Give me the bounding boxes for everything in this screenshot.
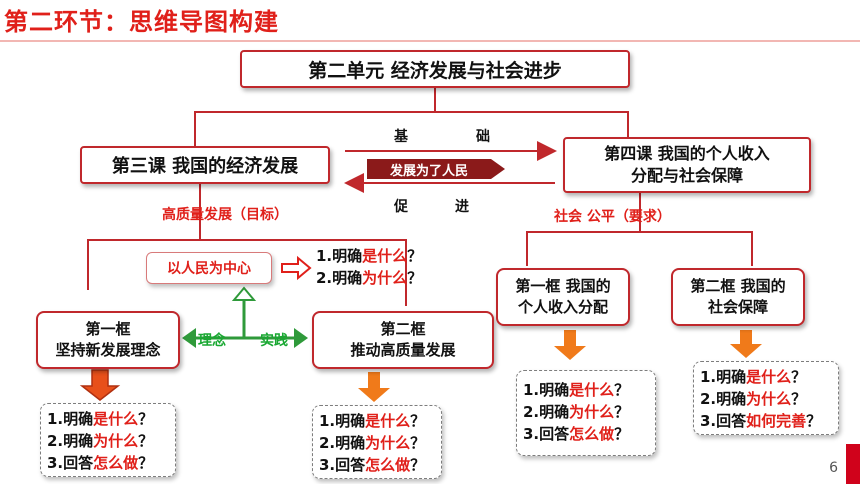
people-to-questions-arrow bbox=[281, 255, 312, 281]
lesson4-frame2-box: 第二框 我国的社会保障 bbox=[671, 268, 805, 326]
base-label-1: 基 bbox=[394, 129, 408, 145]
lesson3-branch-line bbox=[87, 239, 407, 306]
lesson4-line1: 第四课 我国的个人收入 bbox=[604, 144, 770, 163]
question-box-lesson4-frame1: 1.明确是什么？ 2.明确为什么？ 3.回答怎么做？ bbox=[516, 370, 656, 456]
page-title: 第二环节：思维导图构建 bbox=[4, 8, 279, 36]
banner-text: 发展为了人民 bbox=[389, 164, 468, 179]
frame1-line2: 坚持新发展理念 bbox=[55, 341, 161, 359]
frame2-line2: 推动高质量发展 bbox=[350, 341, 456, 359]
unit-to-lessons-line bbox=[194, 111, 629, 146]
side-questions: 1.明确是什么？ 2.明确为什么？ bbox=[316, 245, 442, 289]
lesson3-goal-label: 高质量发展（目标） bbox=[162, 204, 288, 224]
frame42-down-arrow bbox=[730, 330, 762, 358]
frame2-box: 第二框推动高质量发展 bbox=[312, 311, 494, 369]
req-paren: （要求） bbox=[614, 209, 671, 225]
lesson3-box: 第三课 我国的经济发展 bbox=[80, 146, 330, 184]
frame41-line2: 个人收入分配 bbox=[517, 298, 608, 316]
frame41-line1: 第一框 我国的 bbox=[515, 277, 611, 295]
question-line: 3.回答如何完善？ bbox=[700, 412, 822, 430]
frame1-line1: 第一框 bbox=[85, 320, 131, 338]
lesson4-branch-line bbox=[526, 231, 753, 266]
goal-main: 高质量发展 bbox=[162, 207, 232, 223]
req-main: 社会 公平 bbox=[554, 209, 615, 225]
page-number: 6 bbox=[829, 460, 838, 476]
question-box-lesson4-frame2: 1.明确是什么？ 2.明确为什么？ 3.回答如何完善？ bbox=[693, 361, 839, 435]
question-line: 3.回答怎么做？ bbox=[47, 454, 154, 472]
frame1-box: 第一框坚持新发展理念 bbox=[36, 311, 180, 369]
lesson4-requirement-label: 社会 公平（要求） bbox=[554, 206, 671, 226]
question-box-frame1: 1.明确是什么？ 2.明确为什么？ 3.回答怎么做？ bbox=[40, 403, 176, 477]
question-line: 3.回答怎么做？ bbox=[523, 425, 630, 443]
side-question-1: 1.明确是什么？ bbox=[316, 247, 423, 265]
question-line: 2.明确为什么？ bbox=[523, 403, 630, 421]
frame42-line1: 第二框 我国的 bbox=[690, 277, 786, 295]
practice-label: 实践 bbox=[260, 333, 288, 349]
base-label-2: 础 bbox=[476, 129, 490, 145]
question-box-frame2: 1.明确是什么？ 2.明确为什么？ 3.回答怎么做？ bbox=[312, 405, 442, 479]
question-line: 3.回答怎么做？ bbox=[319, 456, 426, 474]
people-centered-box: 以人民为中心 bbox=[146, 252, 272, 284]
side-question-2: 2.明确为什么？ bbox=[316, 269, 423, 287]
frame41-down-arrow bbox=[554, 330, 586, 360]
theory-label: 理念 bbox=[198, 333, 226, 349]
frame42-line2: 社会保障 bbox=[707, 298, 768, 316]
question-line: 2.明确为什么？ bbox=[319, 434, 426, 452]
development-for-people-banner: 发展为了人民 bbox=[367, 156, 507, 182]
frame2-line1: 第二框 bbox=[380, 320, 426, 338]
title-divider bbox=[0, 40, 860, 42]
question-line: 2.明确为什么？ bbox=[47, 432, 154, 450]
frame1-down-arrow bbox=[79, 369, 121, 401]
lesson4-box: 第四课 我国的个人收入分配与社会保障 bbox=[563, 137, 811, 193]
unit-title-box: 第二单元 经济发展与社会进步 bbox=[240, 50, 630, 88]
question-line: 1.明确是什么？ bbox=[523, 381, 630, 399]
lesson4-line2: 分配与社会保障 bbox=[630, 166, 743, 185]
promote-label-1: 促 bbox=[394, 199, 408, 215]
question-line: 1.明确是什么？ bbox=[47, 410, 154, 428]
goal-paren: （目标） bbox=[232, 207, 288, 223]
frame2-down-arrow bbox=[358, 372, 390, 402]
promote-label-2: 进 bbox=[455, 199, 469, 215]
question-line: 2.明确为什么？ bbox=[700, 390, 807, 408]
lesson4-frame1-box: 第一框 我国的个人收入分配 bbox=[496, 268, 630, 326]
corner-accent bbox=[846, 444, 860, 484]
question-line: 1.明确是什么？ bbox=[700, 368, 807, 386]
question-line: 1.明确是什么？ bbox=[319, 412, 426, 430]
